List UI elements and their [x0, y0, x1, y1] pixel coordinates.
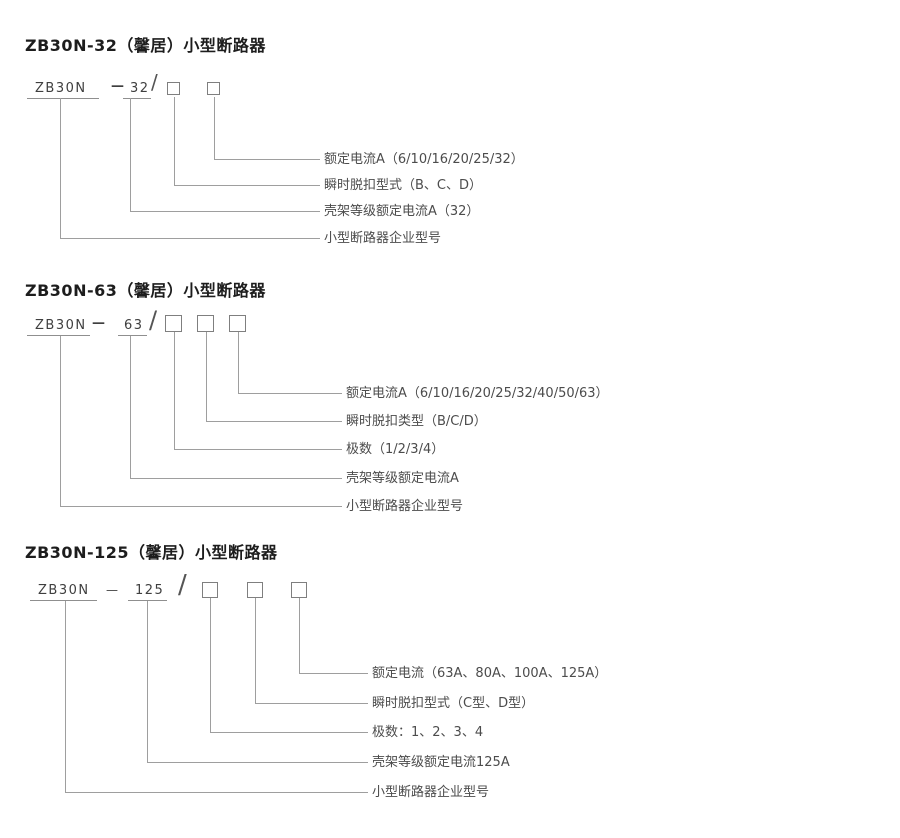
label-enterprise-model: 小型断路器企业型号	[346, 499, 464, 514]
label-rated-current: 额定电流A（6/10/16/20/25/32/40/50/63）	[346, 386, 609, 401]
label-frame-current: 壳架等级额定电流125A	[372, 755, 510, 770]
connector-vline-enterprise-model	[60, 336, 61, 506]
connector-vline-rated-current	[299, 598, 300, 673]
connector-hline-rated-current	[299, 673, 368, 674]
label-rated-current: 额定电流A（6/10/16/20/25/32）	[324, 152, 524, 167]
trip-type-box	[197, 315, 214, 332]
label-trip-type: 瞬时脱扣型式（B、C、D）	[324, 178, 483, 193]
connector-hline-trip-type	[174, 185, 320, 186]
code-slash: /	[149, 306, 158, 334]
model-prefix: ZB30N	[38, 583, 90, 598]
code-slash: /	[151, 70, 158, 94]
connector-hline-poles	[210, 732, 368, 733]
poles-box	[165, 315, 182, 332]
connector-vline-enterprise-model	[65, 601, 66, 792]
section-title-zb30n-32: ZB30N-32（馨居）小型断路器	[25, 36, 266, 55]
label-enterprise-model: 小型断路器企业型号	[372, 785, 490, 800]
connector-hline-enterprise-model	[65, 792, 368, 793]
rated-current-box	[207, 82, 220, 95]
code-dash: —	[92, 316, 105, 331]
label-trip-type: 瞬时脱扣类型（B/C/D）	[346, 414, 487, 429]
label-enterprise-model: 小型断路器企业型号	[324, 231, 442, 246]
prefix-underline	[27, 335, 90, 336]
label-trip-type: 瞬时脱扣型式（C型、D型）	[372, 696, 535, 711]
section-title-zb30n-63: ZB30N-63（馨居）小型断路器	[25, 281, 266, 300]
connector-vline-rated-current	[238, 332, 239, 393]
label-frame-current: 壳架等级额定电流A（32）	[324, 204, 480, 219]
connector-vline-rated-current	[214, 97, 215, 159]
frame-underline	[128, 600, 167, 601]
trip-type-box	[167, 82, 180, 95]
trip-type-box	[247, 582, 263, 598]
code-dash: —	[111, 79, 124, 94]
connector-hline-poles	[174, 449, 342, 450]
connector-hline-trip-type	[206, 421, 342, 422]
connector-vline-poles	[210, 598, 211, 732]
connector-vline-trip-type	[255, 598, 256, 703]
connector-vline-trip-type	[174, 97, 175, 185]
connector-hline-frame-current	[130, 478, 342, 479]
model-prefix: ZB30N	[35, 318, 87, 333]
frame-current-code: 125	[135, 583, 165, 598]
connector-hline-rated-current	[214, 159, 320, 160]
code-dash: —	[106, 583, 118, 597]
connector-vline-poles	[174, 332, 175, 449]
code-slash: /	[178, 570, 187, 600]
connector-vline-frame-current	[130, 336, 131, 478]
label-poles: 极数（1/2/3/4）	[346, 442, 445, 457]
section-title-zb30n-125: ZB30N-125（馨居）小型断路器	[25, 543, 278, 562]
model-prefix: ZB30N	[35, 81, 87, 96]
connector-vline-enterprise-model	[60, 98, 61, 238]
frame-underline	[118, 335, 147, 336]
connector-hline-enterprise-model	[60, 506, 342, 507]
rated-current-box	[229, 315, 246, 332]
label-frame-current: 壳架等级额定电流A	[346, 471, 459, 486]
connector-hline-enterprise-model	[60, 238, 320, 239]
label-poles: 极数：1、2、3、4	[372, 725, 484, 740]
label-rated-current: 额定电流（63A、80A、100A、125A）	[372, 666, 608, 681]
frame-current-code: 63	[124, 318, 144, 333]
prefix-underline	[30, 600, 97, 601]
frame-underline	[123, 98, 151, 99]
connector-hline-rated-current	[238, 393, 342, 394]
connector-vline-trip-type	[206, 332, 207, 421]
rated-current-box	[291, 582, 307, 598]
connector-hline-trip-type	[255, 703, 368, 704]
connector-vline-frame-current	[147, 601, 148, 762]
connector-hline-frame-current	[130, 211, 320, 212]
frame-current-code: 32	[130, 81, 150, 96]
prefix-underline	[27, 98, 99, 99]
connector-hline-frame-current	[147, 762, 368, 763]
poles-box	[202, 582, 218, 598]
connector-vline-frame-current	[130, 98, 131, 211]
